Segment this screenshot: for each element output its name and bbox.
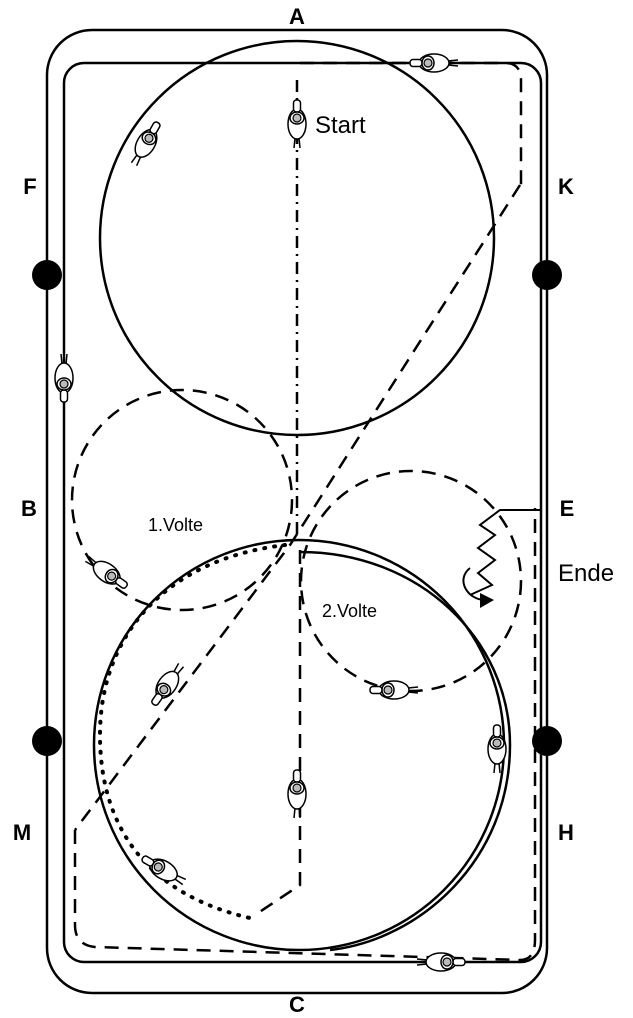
label-start: Start <box>315 112 366 139</box>
label-ende: Ende <box>558 560 614 587</box>
letter-e: E <box>560 496 575 521</box>
letter-a: A <box>289 4 305 29</box>
letter-m: M <box>13 820 31 845</box>
arena-outer-fence <box>45 28 549 995</box>
marker-post-f-b <box>32 260 62 290</box>
upper-circle-path <box>98 39 496 437</box>
marker-post-k-e <box>532 260 562 290</box>
letter-b: B <box>21 496 37 521</box>
letter-h: H <box>558 820 574 845</box>
center-line-lower-dashed <box>254 550 302 917</box>
horse-icon-lower-left <box>137 849 190 891</box>
horse-icon-upper-left <box>125 117 167 170</box>
dotted-path-lower-left <box>97 543 287 920</box>
letter-k: K <box>558 174 574 199</box>
lower-circle-offset-track <box>299 550 512 952</box>
diagonal-dashed-path <box>74 184 522 831</box>
horse-icon-diagonal <box>145 659 190 711</box>
halt-zigzag-path <box>469 509 540 596</box>
label-volte-2: 2.Volte <box>322 601 377 621</box>
track-dashed-lower <box>73 508 537 962</box>
letter-f: F <box>23 174 36 199</box>
horse-icon-volte1 <box>81 550 133 595</box>
marker-post-e-h <box>532 726 562 756</box>
halt-arrow-head-icon <box>480 593 494 608</box>
letter-c: C <box>289 992 305 1017</box>
volte-1-circle <box>70 388 294 612</box>
arena-inner-track <box>62 61 543 964</box>
label-volte-1: 1.Volte <box>148 515 203 535</box>
marker-post-b-m <box>32 726 62 756</box>
track-dashed-upper-right <box>300 61 523 185</box>
horse-icon-center-lower <box>287 769 307 819</box>
